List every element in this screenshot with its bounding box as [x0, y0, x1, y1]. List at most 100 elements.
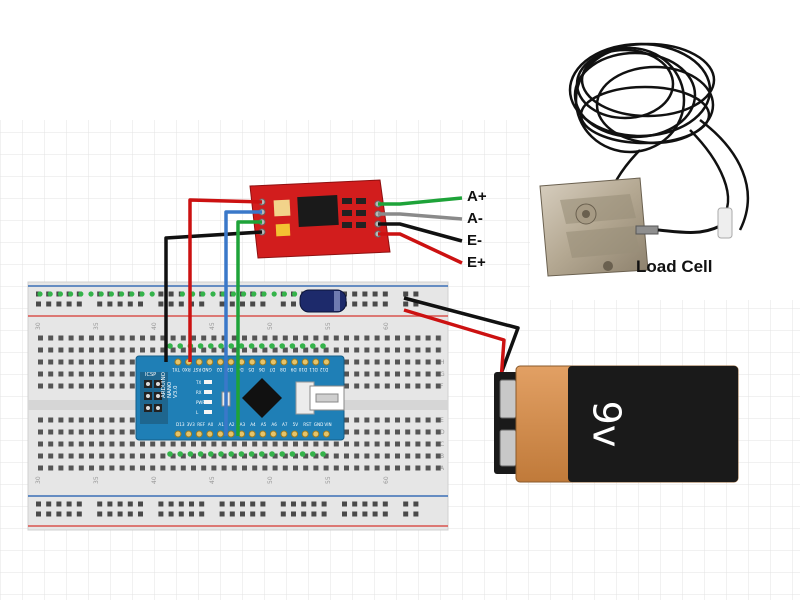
breadboard-hole [405, 371, 411, 377]
breadboard-hole [374, 417, 380, 423]
rail-hole [321, 501, 327, 507]
breadboard-hole [99, 417, 105, 423]
breadboard-hole [313, 347, 319, 353]
breadboard-hole [344, 371, 349, 377]
rail-hole [178, 511, 184, 517]
connected-hole [230, 291, 236, 297]
breadboard-hole [344, 465, 349, 471]
breadboard-hole [48, 359, 54, 365]
board-name-line3: V3.0 [173, 385, 179, 398]
row-letter: G [440, 371, 445, 378]
connected-hole [259, 451, 265, 457]
pin-label-top: D3 [227, 367, 233, 372]
rail-hole [56, 301, 62, 307]
rail-hole [168, 301, 174, 307]
breadboard-hole [272, 465, 278, 471]
breadboard-hole [140, 453, 145, 459]
rail-hole [168, 291, 174, 297]
pin-label-bottom: REF [197, 422, 206, 427]
rail-hole [138, 301, 143, 307]
connected-hole [261, 291, 267, 297]
rail-hole [178, 501, 184, 507]
rail-hole [97, 501, 103, 507]
breadboard-hole [99, 441, 105, 447]
breadboard-hole [374, 359, 380, 365]
breadboard-hole [191, 441, 196, 447]
breadboard-hole [405, 453, 411, 459]
header-pin-top [195, 358, 203, 366]
rail-hole [168, 511, 174, 517]
connected-hole [248, 343, 255, 349]
connected-hole [68, 291, 74, 297]
breadboard-hole [38, 383, 43, 389]
rail-hole [219, 511, 225, 517]
breadboard-hole [140, 335, 145, 341]
breadboard-hole [252, 335, 258, 341]
rail-hole [362, 511, 368, 517]
arduino-nano: TX1D13RX03V3RSTREFGNDA0D2A1D3A2D4A3D5A4D… [135, 355, 345, 441]
breadboard-hole [231, 441, 237, 447]
breadboard-hole [119, 383, 125, 389]
breadboard-hole [354, 359, 360, 365]
pin-label-bottom: 3V3 [187, 422, 196, 427]
connected-hole [218, 451, 224, 457]
breadboard-hole [58, 441, 64, 447]
rail-hole [372, 511, 378, 517]
breadboard-hole [58, 429, 64, 435]
rail-hole [240, 511, 245, 517]
rail-hole [66, 511, 72, 517]
breadboard-hole [425, 441, 431, 447]
hx711-chip [297, 194, 339, 228]
connected-hole [108, 291, 114, 297]
column-number-top: 55 [325, 322, 332, 330]
breadboard-hole [129, 417, 135, 423]
breadboard-hole [38, 335, 43, 341]
connected-hole [200, 291, 206, 297]
connected-hole [251, 291, 257, 297]
breadboard-hole [221, 465, 227, 471]
breadboard-hole [89, 417, 94, 423]
breadboard-hole [109, 417, 115, 423]
rail-hole [46, 501, 52, 507]
breadboard-hole [374, 371, 380, 377]
breadboard-hole [333, 335, 339, 341]
breadboard-hole [38, 465, 43, 471]
pin-label-top: D12 [320, 367, 329, 372]
breadboard-hole [89, 465, 94, 471]
breadboard-hole [89, 335, 94, 341]
breadboard-hole [78, 359, 84, 365]
row-letter: J [439, 335, 442, 342]
rail-hole [76, 501, 82, 507]
status-led [204, 380, 212, 384]
rail-hole [342, 501, 347, 507]
battery-voltage-label: 9v [585, 401, 629, 448]
breadboard-hole [99, 359, 105, 365]
header-pin-top [206, 358, 214, 366]
breadboard-hole [323, 465, 329, 471]
breadboard-hole [180, 441, 186, 447]
connected-hole [259, 343, 265, 349]
header-pin-bottom [206, 430, 214, 438]
rail-hole [280, 301, 286, 307]
breadboard-hole [129, 371, 135, 377]
breadboard-hole [242, 347, 247, 353]
breadboard-hole [170, 347, 176, 353]
breadboard-hole [272, 453, 278, 459]
header-pin-bottom [301, 430, 309, 438]
rail-hole [362, 501, 368, 507]
breadboard-hole [262, 441, 268, 447]
breadboard-hole [384, 347, 390, 353]
connected-hole [167, 451, 173, 457]
breadboard-hole [78, 429, 84, 435]
column-number-bottom: 40 [151, 476, 158, 484]
breadboard-hole [129, 359, 135, 365]
pin-label-bottom: A4 [250, 422, 256, 427]
breadboard-hole [78, 335, 84, 341]
breadboard-hole [201, 347, 207, 353]
breadboard-hole [68, 371, 74, 377]
status-led [204, 410, 212, 414]
breadboard-hole [395, 335, 400, 341]
breadboard-hole [58, 417, 64, 423]
rail-hole [382, 501, 388, 507]
breadboard-hole [109, 347, 115, 353]
